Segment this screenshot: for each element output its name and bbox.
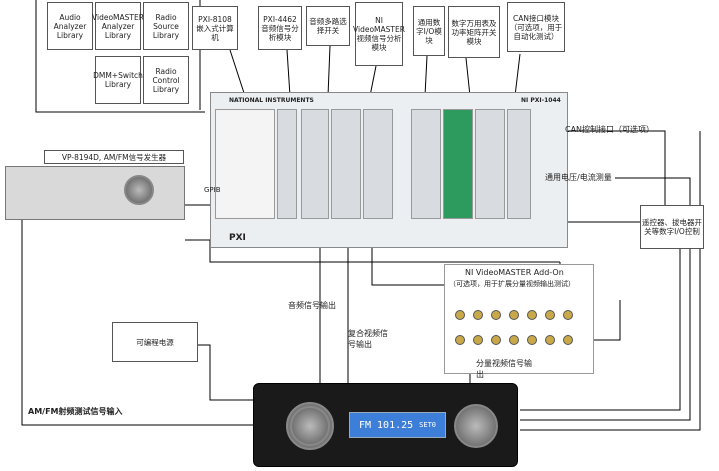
slot-7 bbox=[443, 109, 473, 219]
label-dmm-switch: 数字万用表及功率矩阵开关模块 bbox=[448, 6, 500, 58]
generator-label: VP-8194D, AM/FM信号发生器 bbox=[44, 150, 184, 164]
bnc-connector bbox=[527, 335, 537, 345]
videomaster-addon: NI VideoMASTER Add-On （可选项，用于扩展分量视频输出测试） bbox=[444, 264, 594, 374]
display-band: FM bbox=[358, 419, 372, 431]
bnc-connector bbox=[545, 335, 555, 345]
label-digital-io: 通用数字I/O模块 bbox=[413, 6, 445, 56]
audio-analyzer-library: Audio Analyzer Library bbox=[47, 2, 93, 50]
addon-title: NI VideoMASTER Add-On bbox=[465, 268, 564, 277]
label-vm-module: NI VideoMASTER视频信号分析模块 bbox=[353, 2, 405, 66]
remote-label: 遥控器、拔电器开关等数字I/O控制 bbox=[640, 205, 704, 249]
right-knob bbox=[454, 404, 498, 448]
bnc-connector bbox=[509, 335, 519, 345]
videomaster-analyzer-library: VideoMASTER Analyzer Library bbox=[92, 2, 144, 50]
bnc-connector bbox=[509, 310, 519, 320]
label-pxi8108: PXI-8108 嵌入式计算机 bbox=[192, 6, 238, 50]
bnc-connector bbox=[545, 310, 555, 320]
slot-5 bbox=[363, 109, 393, 219]
programmable-power-supply: 可编程电源 bbox=[112, 322, 198, 362]
am-fm-input-label: AM/FM射频测试信号输入 bbox=[28, 407, 123, 416]
bnc-connector bbox=[473, 335, 483, 345]
slot-4 bbox=[331, 109, 361, 219]
radio-control-library: Radio Control Library bbox=[143, 56, 189, 104]
audio-out-label: 音频信号输出 bbox=[288, 301, 336, 310]
gpib-label: GPIB bbox=[204, 186, 221, 194]
radio-source-library: Radio Source Library bbox=[143, 2, 189, 50]
controller-module bbox=[215, 109, 275, 219]
display-set: SET0 bbox=[419, 421, 437, 429]
car-radio: FM 101.25 SET0 bbox=[253, 383, 518, 467]
component-video-label: 分量视频信号输出 bbox=[476, 359, 532, 379]
label-can-module: CAN接口模块（可选项，用于自动化测试） bbox=[507, 2, 565, 52]
bnc-connector bbox=[491, 335, 501, 345]
slot-3 bbox=[301, 109, 329, 219]
slot-8 bbox=[475, 109, 505, 219]
can-port-label: CAN控制接口（可选项） bbox=[565, 125, 655, 134]
label-pxi4462: PXI-4462 音频信号分析模块 bbox=[258, 6, 302, 50]
generator-knob bbox=[124, 175, 154, 205]
ni-brand: NATIONAL INSTRUMENTS bbox=[229, 97, 314, 104]
bnc-connector bbox=[491, 310, 501, 320]
composite-video-label: 复合视频信号输出 bbox=[348, 329, 388, 349]
bnc-connector bbox=[473, 310, 483, 320]
slot-9 bbox=[507, 109, 531, 219]
pxi-logo: PXI bbox=[229, 233, 246, 243]
bnc-connector bbox=[527, 310, 537, 320]
label-audio-mux: 音频多路选择开关 bbox=[306, 6, 350, 46]
addon-subtitle: （可选项，用于扩展分量视频输出测试） bbox=[449, 280, 575, 288]
slot-2 bbox=[277, 109, 297, 219]
pxi-chassis: NATIONAL INSTRUMENTS NI PXI-1044 PXI bbox=[210, 92, 568, 248]
radio-display: FM 101.25 SET0 bbox=[349, 412, 446, 438]
tune-knob bbox=[290, 406, 330, 446]
bnc-connector bbox=[563, 310, 573, 320]
chassis-model: NI PXI-1044 bbox=[521, 97, 561, 104]
bnc-connector bbox=[455, 335, 465, 345]
bnc-connector bbox=[455, 310, 465, 320]
slot-6 bbox=[411, 109, 441, 219]
bnc-connector bbox=[563, 335, 573, 345]
dmm-switch-library: DMM+Switch Library bbox=[93, 56, 143, 104]
voltage-label: 通用电压/电流测量 bbox=[545, 173, 612, 182]
signal-generator bbox=[5, 166, 185, 220]
display-freq: 101.25 bbox=[377, 419, 414, 431]
